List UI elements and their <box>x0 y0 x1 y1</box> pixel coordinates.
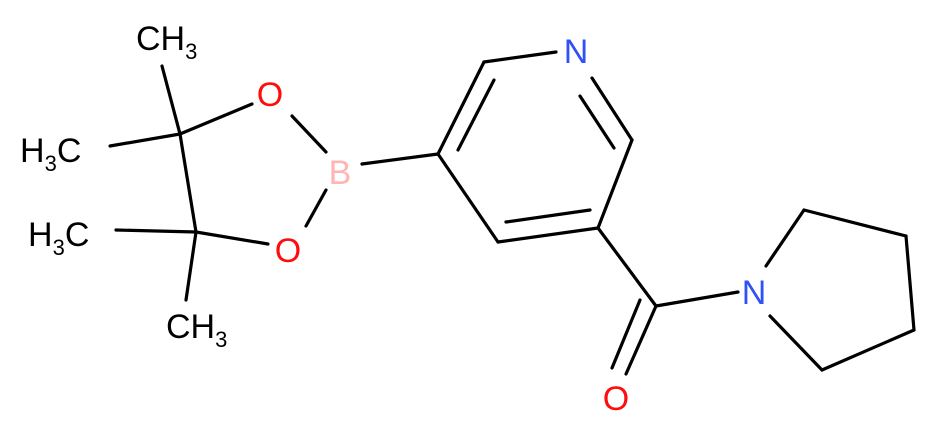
amide-group <box>596 226 740 376</box>
methyl-upper-left-label: H3C <box>20 132 81 176</box>
methyl-bottom-label: CH3 <box>166 308 227 352</box>
bond <box>610 298 642 370</box>
bond <box>596 138 634 230</box>
pyridine-nitrogen-label: N <box>564 33 589 71</box>
bond <box>304 188 328 228</box>
bond <box>160 64 182 136</box>
bond <box>820 328 916 372</box>
boron-label: B <box>329 154 352 192</box>
carbonyl-oxygen-label: O <box>603 380 629 418</box>
bond <box>596 226 658 308</box>
bond <box>482 50 558 64</box>
pyridine-ring <box>436 50 634 244</box>
bond <box>436 152 500 244</box>
ring-oxygen-top-label: O <box>257 76 283 114</box>
ring-oxygen-bottom-label: O <box>275 232 301 270</box>
boronate-ester <box>108 64 440 302</box>
bond <box>290 114 328 154</box>
bond <box>496 226 600 244</box>
bond <box>802 208 908 238</box>
pyrrolidine-nitrogen-label: N <box>742 274 767 312</box>
bond <box>184 230 198 302</box>
bond <box>504 208 592 224</box>
methyl-lower-left-label: H3C <box>28 216 89 260</box>
bond <box>456 78 496 152</box>
bond <box>114 228 198 234</box>
bond <box>764 208 806 268</box>
bond <box>360 152 440 166</box>
bond <box>590 76 634 142</box>
bond <box>436 60 486 156</box>
bond <box>108 132 182 148</box>
bond <box>194 230 270 246</box>
bond <box>768 314 824 372</box>
bond <box>654 290 740 308</box>
bond <box>178 102 254 136</box>
pyrrolidine-ring <box>764 208 916 372</box>
bond <box>904 234 916 332</box>
methyl-top-label: CH3 <box>136 20 197 64</box>
bond <box>624 304 658 376</box>
bond <box>578 94 616 150</box>
bond <box>178 132 198 234</box>
